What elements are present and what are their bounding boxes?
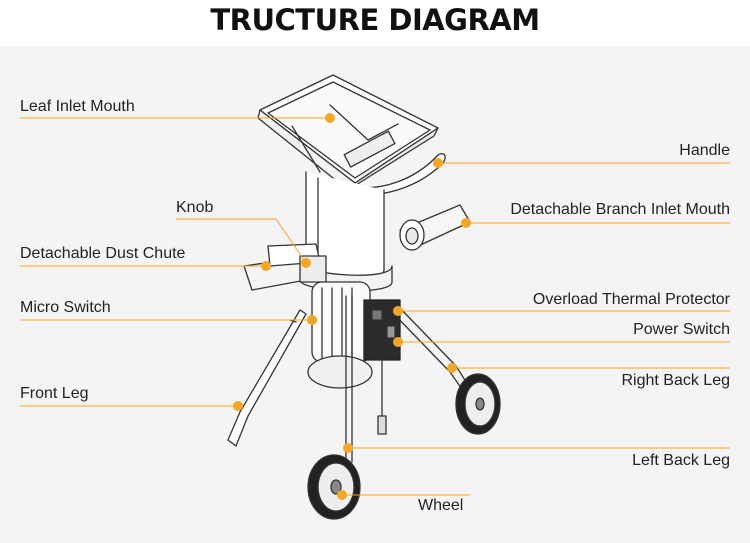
branch-inlet-drawing — [399, 204, 471, 251]
front-wheel-drawing — [307, 454, 361, 520]
label-knob: Knob — [176, 199, 214, 216]
label-micro-switch: Micro Switch — [20, 299, 111, 316]
label-left-back-leg: Left Back Leg — [632, 452, 730, 469]
body-drawing — [299, 171, 393, 292]
label-handle: Handle — [679, 142, 730, 159]
hopper-drawing — [257, 74, 439, 191]
legs-drawing — [227, 295, 471, 463]
label-front-leg: Front Leg — [20, 385, 89, 402]
title-bar: TRUCTURE DIAGRAM — [0, 0, 750, 46]
label-right-back-leg: Right Back Leg — [621, 372, 730, 389]
label-wheel: Wheel — [418, 497, 464, 514]
motor-drawing — [307, 281, 401, 435]
label-overload-thermal-protector: Overload Thermal Protector — [532, 291, 730, 308]
diagram-title: TRUCTURE DIAGRAM — [210, 3, 540, 37]
back-wheel-drawing — [455, 373, 501, 435]
label-power-switch: Power Switch — [633, 321, 730, 338]
leader-lines — [20, 113, 730, 500]
label-detachable-branch-inlet-mouth: Detachable Branch Inlet Mouth — [510, 201, 730, 218]
label-leaf-inlet-mouth: Leaf Inlet Mouth — [20, 98, 135, 115]
label-detachable-dust-chute: Detachable Dust Chute — [20, 245, 186, 262]
